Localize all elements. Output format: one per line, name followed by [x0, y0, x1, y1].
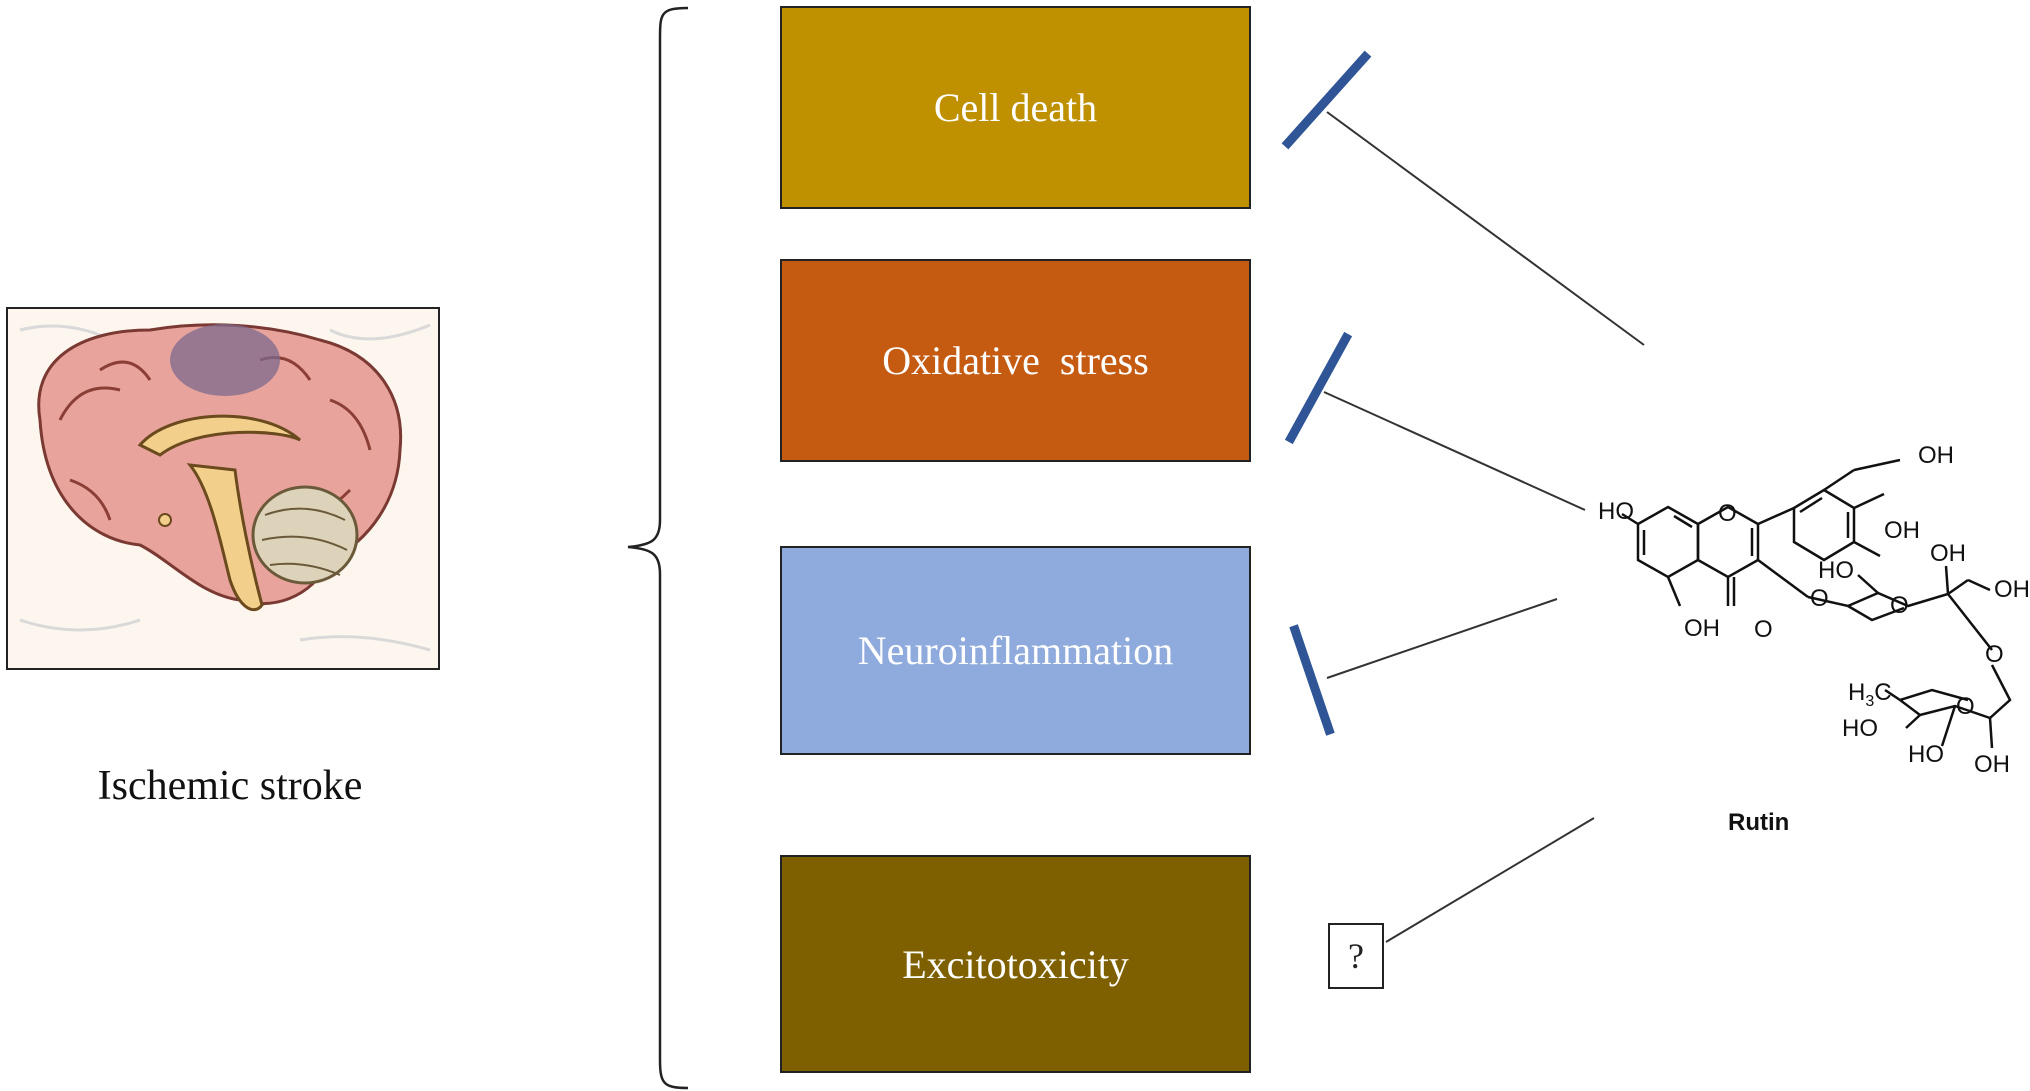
pathway-label: Neuroinflammation — [857, 628, 1174, 673]
svg-text:O: O — [1718, 500, 1737, 527]
svg-text:O: O — [1890, 592, 1909, 619]
svg-text:HO: HO — [1908, 741, 1944, 768]
svg-text:OH: OH — [1930, 540, 1966, 567]
connector-lines — [1323, 111, 1645, 943]
grouping-brace — [627, 6, 689, 1090]
unknown-effect-marker: ? — [1328, 923, 1384, 989]
svg-text:OH: OH — [1918, 442, 1954, 469]
svg-text:OH: OH — [1684, 615, 1720, 642]
pathway-label: Excitotoxicity — [902, 941, 1129, 987]
inhibition-bar-cell-death — [1281, 50, 1372, 150]
inhibition-bar-oxidative-stress — [1284, 331, 1353, 445]
pathway-box-excitotoxicity: Excitotoxicity — [780, 855, 1251, 1073]
svg-text:O: O — [1754, 616, 1773, 643]
inhibition-bar-neuroinflammation — [1289, 624, 1335, 736]
pathway-box-neuroinflammation: Neuroinflammation — [780, 546, 1251, 755]
svg-text:HO: HO — [1842, 715, 1878, 742]
svg-text:OH: OH — [1994, 576, 2030, 603]
compound-name: Rutin — [1728, 809, 1789, 836]
pathway-box-oxidative-stress: Oxidative stress — [780, 259, 1251, 462]
cerebellum — [251, 485, 359, 585]
condition-label: Ischemic stroke — [97, 763, 363, 809]
svg-text:O: O — [1810, 585, 1829, 612]
pathway-label: Cell death — [933, 85, 1098, 130]
brain-illustration — [6, 307, 440, 670]
svg-text:HO: HO — [1598, 498, 1634, 525]
inhibition-bars — [1281, 50, 1372, 736]
infarct-region — [170, 324, 280, 396]
rutin-atom-labels: OH OH HO OH O O O O HO OH OH O H3C O HO … — [1598, 442, 2030, 836]
pathway-box-cell-death: Cell death — [780, 6, 1251, 209]
svg-text:H3C: H3C — [1848, 679, 1892, 710]
svg-text:O: O — [1956, 693, 1975, 720]
pathway-label: Oxidative stress — [882, 338, 1149, 383]
svg-text:HO: HO — [1818, 557, 1854, 584]
svg-text:OH: OH — [1974, 751, 2010, 778]
svg-text:O: O — [1985, 641, 2004, 668]
svg-text:OH: OH — [1884, 517, 1920, 544]
rutin-structure — [1621, 458, 2012, 749]
